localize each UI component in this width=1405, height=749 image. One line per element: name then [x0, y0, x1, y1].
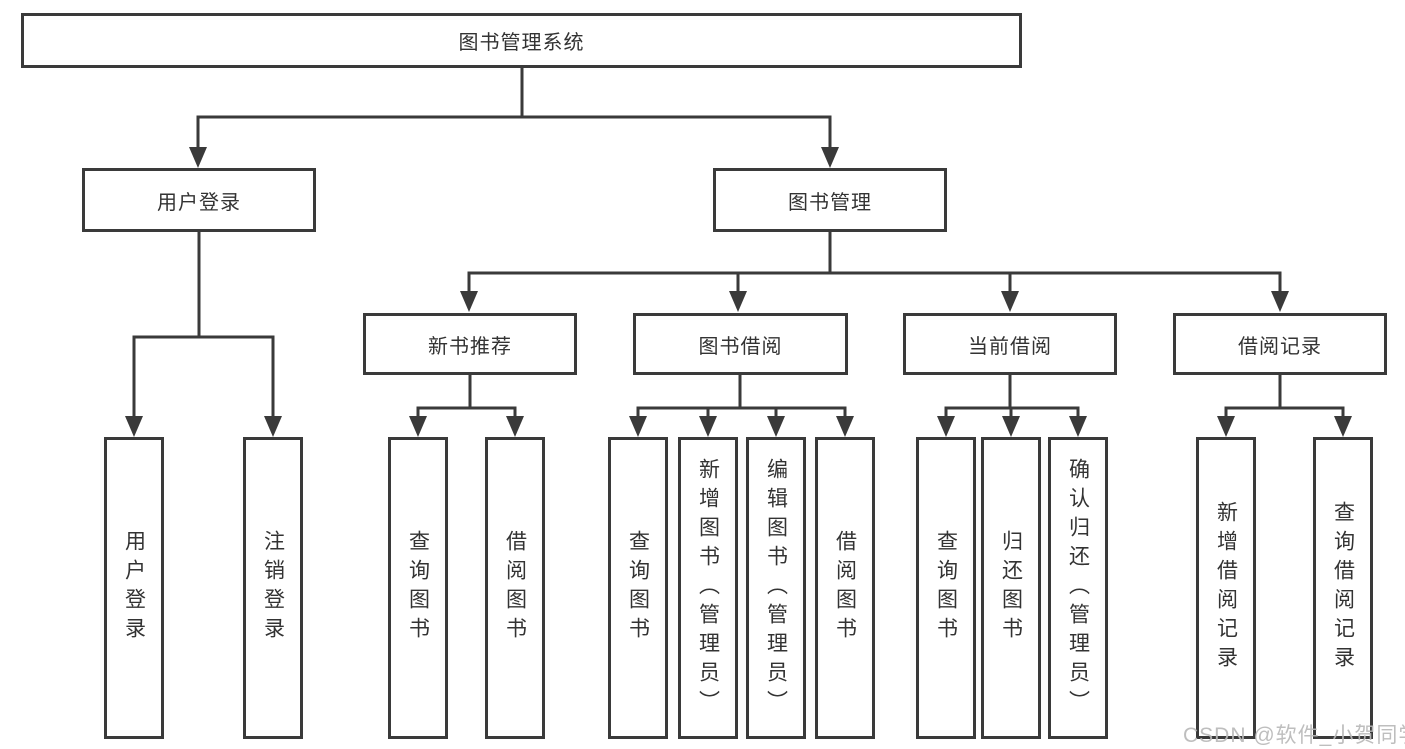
leaf-label: 查询图书: [406, 530, 430, 646]
csdn-watermark: CSDN @软件_小贺同学: [1183, 724, 1405, 747]
node-borrow-records: 借阅记录: [1173, 313, 1387, 375]
node-root-system: 图书管理系统: [21, 13, 1022, 68]
node-label: 用户登录: [157, 191, 241, 214]
node-new-book-recommend: 新书推荐: [363, 313, 577, 375]
leaf-borrow-books: 借阅图书: [815, 437, 875, 739]
node-label: 图书借阅: [698, 335, 783, 358]
leaf-label: 新增图书（管理员）: [696, 457, 720, 719]
leaf-label: 注销登录: [261, 530, 285, 646]
leaf-user-login: 用户登录: [104, 437, 164, 739]
leaf-label: 用户登录: [122, 530, 146, 646]
leaf-query-books: 查询图书: [916, 437, 976, 739]
leaf-add-books-admin: 新增图书（管理员）: [678, 437, 738, 739]
leaf-label: 归还图书: [999, 530, 1023, 646]
leaf-query-borrow-record: 查询借阅记录: [1313, 437, 1373, 739]
node-label: 借阅记录: [1238, 335, 1322, 358]
node-label: 图书管理系统: [458, 32, 585, 54]
leaf-label: 借阅图书: [503, 530, 527, 646]
node-label: 新书推荐: [428, 335, 512, 358]
leaf-label: 编辑图书（管理员）: [764, 457, 788, 719]
leaf-add-borrow-record: 新增借阅记录: [1196, 437, 1256, 739]
leaf-query-books: 查询图书: [388, 437, 448, 739]
leaf-label: 新增借阅记录: [1214, 501, 1238, 675]
leaf-confirm-return-admin: 确认归还（管理员）: [1048, 437, 1108, 739]
leaf-label: 查询借阅记录: [1331, 501, 1355, 675]
leaf-label: 借阅图书: [833, 530, 857, 646]
node-user-login: 用户登录: [82, 168, 316, 232]
node-book-management: 图书管理: [713, 168, 947, 232]
leaf-label: 确认归还（管理员）: [1066, 457, 1090, 719]
leaf-return-books: 归还图书: [981, 437, 1041, 739]
leaf-edit-books-admin: 编辑图书（管理员）: [746, 437, 806, 739]
leaf-query-books: 查询图书: [608, 437, 668, 739]
node-label: 图书管理: [788, 191, 872, 214]
leaf-label: 查询图书: [934, 530, 958, 646]
node-label: 当前借阅: [968, 335, 1052, 358]
leaf-logout: 注销登录: [243, 437, 303, 739]
node-book-borrow: 图书借阅: [633, 313, 848, 375]
node-current-borrow: 当前借阅: [903, 313, 1117, 375]
leaf-borrow-books: 借阅图书: [485, 437, 545, 739]
leaf-label: 查询图书: [626, 530, 650, 646]
